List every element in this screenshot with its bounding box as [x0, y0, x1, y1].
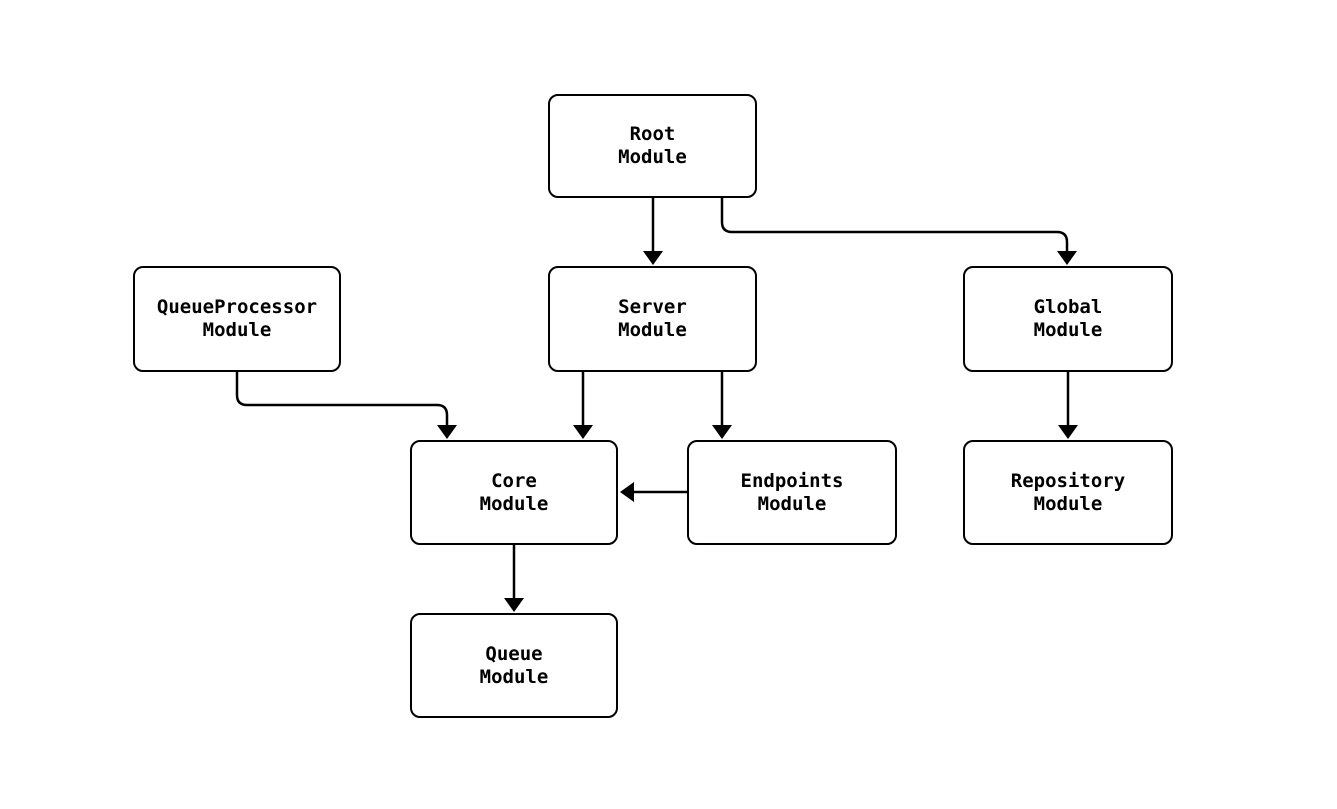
- node-global-module: Global Module: [963, 266, 1173, 372]
- node-label-line: Server: [618, 296, 687, 318]
- node-queueprocessor-module: QueueProcessor Module: [133, 266, 341, 372]
- node-label-line: Module: [1033, 492, 1103, 515]
- node-label-line: Module: [757, 492, 827, 515]
- edge-queueprocessor-to-core: [235, 371, 457, 439]
- node-label-line: Queue: [485, 642, 543, 665]
- node-label-line: Root: [629, 123, 676, 145]
- node-label-line: Module: [479, 492, 549, 515]
- node-label-line: Module: [202, 319, 272, 341]
- node-label-line: Module: [479, 665, 549, 688]
- node-label-line: Repository: [1010, 469, 1126, 492]
- node-queue-module: Queue Module: [410, 613, 618, 718]
- node-server-module: Server Module: [548, 266, 757, 372]
- node-label-line: QueueProcessor: [156, 296, 318, 318]
- node-label-line: Endpoints: [740, 469, 844, 492]
- node-endpoints-module: Endpoints Module: [687, 440, 897, 545]
- node-root-module: Root Module: [548, 94, 757, 198]
- node-repository-module: Repository Module: [963, 440, 1173, 545]
- node-label-line: Global: [1033, 296, 1103, 318]
- node-label-line: Module: [618, 146, 687, 168]
- node-label-line: Module: [1033, 319, 1103, 341]
- node-label-line: Core: [491, 469, 537, 492]
- edge-root-to-global: [720, 197, 1077, 265]
- node-label-line: Module: [618, 319, 687, 341]
- node-core-module: Core Module: [410, 440, 618, 545]
